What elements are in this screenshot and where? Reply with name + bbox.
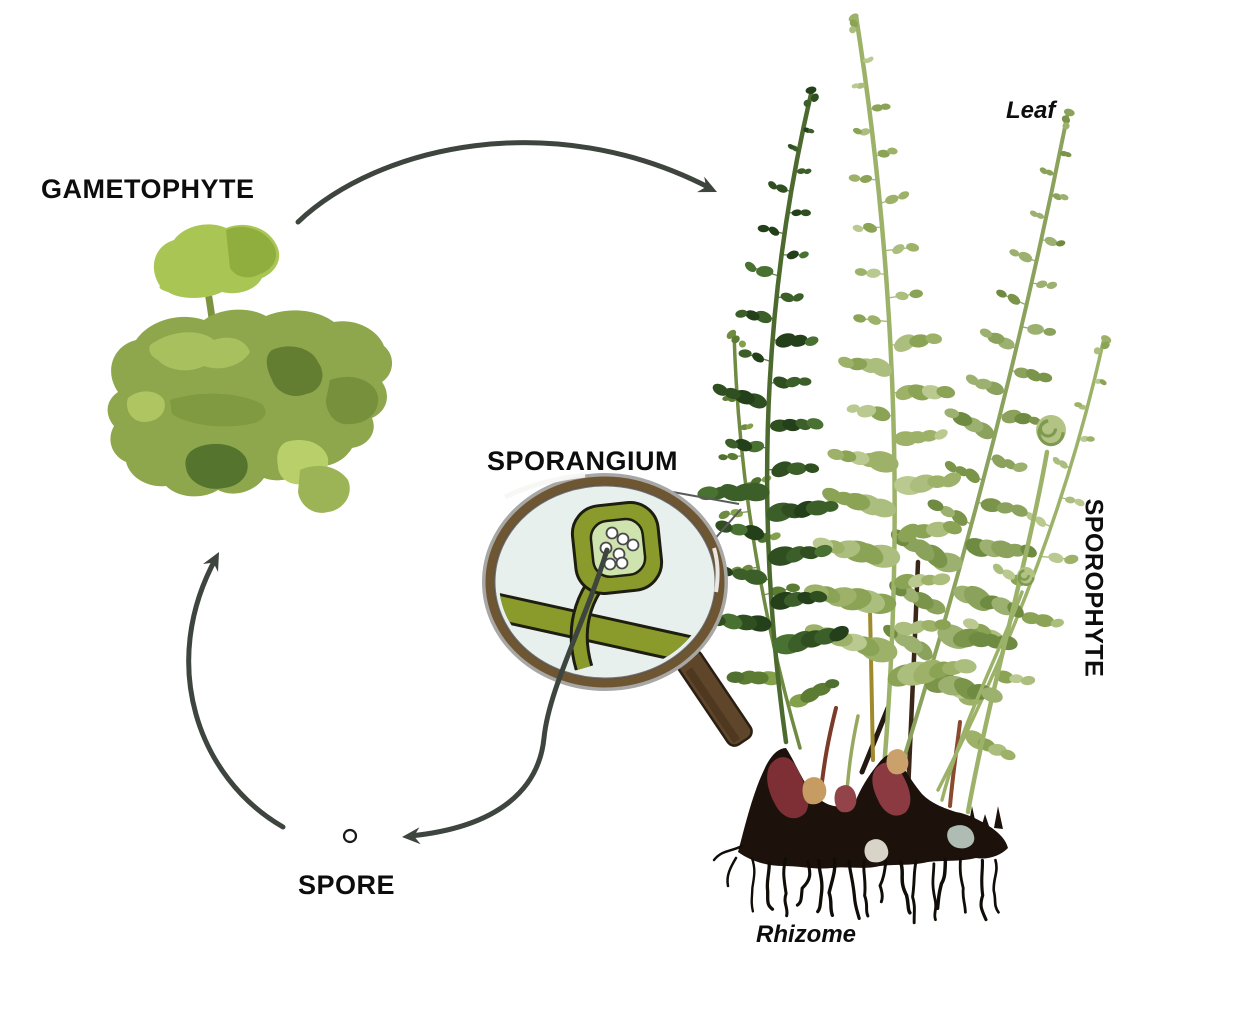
arrow-spore-to-gametophyte	[186, 552, 286, 830]
gametophyte-illustration	[107, 224, 393, 513]
spore-dot	[342, 828, 358, 844]
cycle-arrows	[186, 140, 717, 845]
sporangium-spore-dots	[599, 526, 640, 571]
fiddlehead	[940, 567, 1035, 802]
rhizome-illustration	[712, 748, 1008, 925]
arrow-sporangium-to-spore	[402, 547, 610, 845]
rhizome-roots	[712, 844, 1000, 925]
fern-frond	[803, 13, 977, 771]
spore-label: SPORE	[298, 870, 396, 900]
magnifier-rim	[482, 473, 728, 691]
magnifying-glass-icon	[482, 472, 753, 747]
leaf-label: Leaf	[1006, 97, 1056, 124]
gametophyte-label: GAMETOPHYTE	[41, 174, 255, 204]
rhizome-label: Rhizome	[756, 921, 857, 948]
fern-frond	[883, 108, 1075, 760]
sporangium-label: SPORANGIUM	[487, 446, 679, 476]
arrow-gametophyte-to-sporophyte	[295, 140, 717, 225]
fern-frond	[697, 86, 849, 745]
sporophyte-label: SPOROPHYTE	[1079, 498, 1108, 678]
sporophyte-fern-illustration	[697, 13, 1112, 815]
